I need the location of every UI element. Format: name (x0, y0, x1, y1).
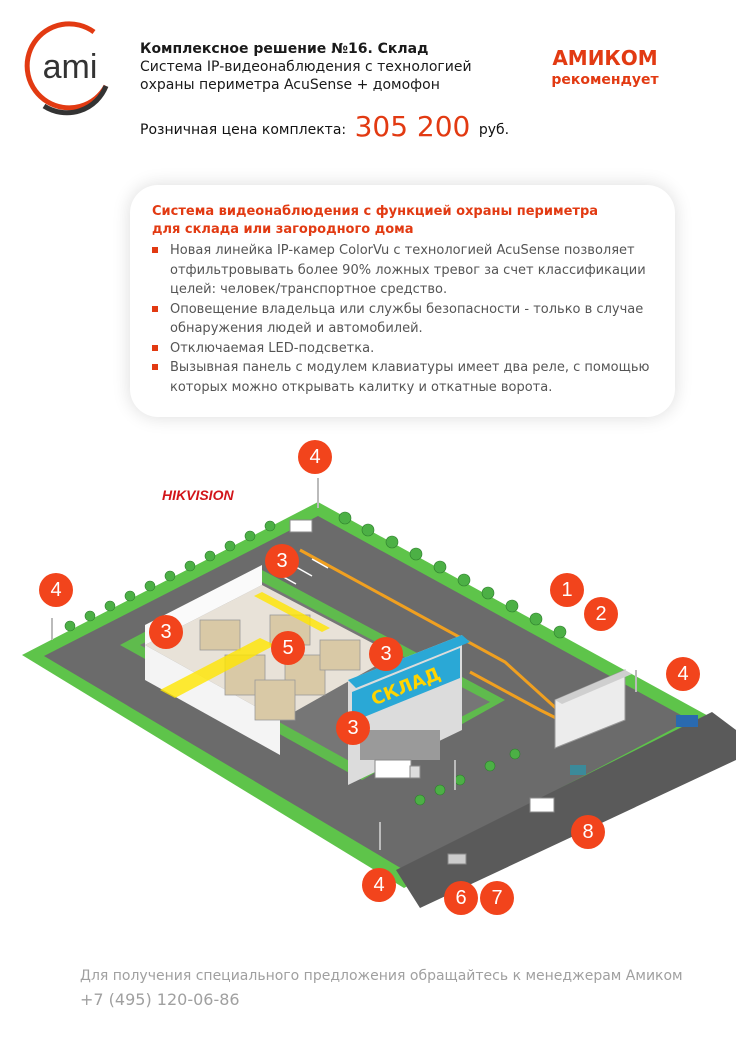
svg-text:2: 2 (595, 603, 606, 625)
marker-2: 2 (584, 597, 618, 631)
subtitle-line-1: Система IP-видеонаблюдения с технологией (140, 59, 472, 75)
svg-text:4: 4 (309, 446, 320, 468)
feature-item-line: целей: человек/транспортное средство. (170, 282, 448, 297)
building-sign-board (352, 648, 460, 722)
truck-icon (289, 519, 313, 533)
camera-poles (51, 478, 637, 850)
feature-item-line: которых можно открывать калитку и откатн… (170, 379, 553, 395)
marker-4-bottom: 4 (362, 868, 396, 902)
truck-icon (374, 759, 421, 779)
marker-3-warehouse-right: 3 (369, 637, 403, 671)
feature-item: Оповещение владельца или службы безопасн… (152, 300, 657, 339)
brand-name: АМИКОМ (552, 46, 658, 70)
marker-5: 5 (271, 631, 305, 665)
footer-phone[interactable]: +7 (495) 120-06-86 (80, 990, 240, 1009)
feature-list: Новая линейка IP-камер ColorVu с техноло… (152, 241, 657, 397)
feature-item: Новая линейка IP-камер ColorVu с техноло… (152, 241, 657, 300)
price-label: Розничная цена комплекта: (140, 122, 347, 138)
marker-3-warehouse-left: 3 (149, 615, 183, 649)
svg-text:7: 7 (491, 887, 502, 909)
svg-text:1: 1 (561, 579, 572, 601)
car-icon (447, 853, 467, 865)
price-value: 305 200 (354, 110, 471, 143)
subtitle-line-2: охраны периметра AcuSense + домофон (140, 77, 440, 93)
marker-4-right: 4 (666, 657, 700, 691)
ami-logo: ami (24, 21, 109, 116)
footer-note: Для получения специального предложения о… (80, 968, 683, 984)
marker-7: 7 (480, 881, 514, 915)
guard-post-roof (555, 670, 632, 704)
building-top (348, 635, 470, 688)
svg-text:3: 3 (276, 550, 287, 572)
svg-text:4: 4 (50, 579, 61, 601)
warehouse-wall-left (145, 645, 280, 755)
feature-item-line: Вызывная панель с модулем клавиатуры име… (170, 360, 650, 375)
camera-coverage (254, 592, 330, 632)
building-dock (360, 730, 440, 760)
feature-item: Отключаемая LED-подсветка. (152, 339, 657, 359)
street-road (396, 712, 736, 908)
bullet-icon (152, 364, 158, 370)
bullet-icon (152, 305, 158, 312)
marker-4-left: 4 (39, 573, 73, 607)
route-line (469, 670, 561, 722)
svg-text:3: 3 (160, 621, 171, 643)
svg-text:3: 3 (380, 643, 391, 665)
feature-card: Система видеонаблюдения с функцией охран… (130, 185, 675, 417)
feature-item-line: Отключаемая LED-подсветка. (170, 340, 375, 356)
feature-item-line: Оповещение владельца или службы безопасн… (170, 301, 644, 317)
warehouse-illustration: СКЛАД HIKVISION 4 (22, 440, 736, 915)
feature-item-line: отфильтровывать более 90% ложных тревог … (170, 262, 646, 278)
truck-icon (529, 797, 555, 813)
marker-4-top: 4 (298, 440, 332, 474)
svg-text:4: 4 (677, 663, 688, 685)
trees (64, 511, 567, 806)
svg-text:3: 3 (347, 717, 358, 739)
feature-title-line-1: Система видеонаблюдения с функцией охран… (152, 204, 599, 219)
price-row: Розничная цена комплекта: 305 200 руб. (140, 110, 509, 143)
page-title: Комплексное решение №16. Склад (140, 41, 429, 57)
marker-1: 1 (550, 573, 584, 607)
camera-coverage (160, 638, 275, 698)
warehouse-floor (145, 585, 395, 720)
feature-item-line: Новая линейка IP-камер ColorVu с техноло… (170, 243, 635, 258)
marker-3-building: 3 (336, 711, 370, 745)
logo-text: ami (43, 48, 98, 86)
car-icon (676, 715, 698, 727)
feature-title-line-2: для склада или загородного дома (152, 222, 414, 237)
header: Комплексное решение №16. Склад Система I… (140, 40, 520, 94)
marker-6: 6 (444, 881, 478, 915)
bullet-icon (152, 247, 158, 253)
brand-recommendation: АМИКОМ рекомендует (530, 46, 680, 88)
svg-text:5: 5 (282, 637, 293, 659)
svg-text:8: 8 (582, 821, 593, 843)
brand-recommends: рекомендует (551, 72, 659, 88)
car-icon (570, 765, 586, 775)
marker-8: 8 (571, 815, 605, 849)
feature-item-line: обнаружения людей и автомобилей. (170, 321, 423, 336)
footer: Для получения специального предложения о… (80, 968, 700, 1009)
marker-3-parking: 3 (265, 544, 299, 578)
vendor-logo: HIKVISION (162, 487, 234, 503)
feature-item: Вызывная панель с модулем клавиатуры име… (152, 358, 657, 397)
svg-text:4: 4 (373, 874, 384, 896)
bullet-icon (152, 344, 158, 351)
svg-text:6: 6 (455, 887, 466, 909)
price-currency: руб. (478, 122, 510, 138)
